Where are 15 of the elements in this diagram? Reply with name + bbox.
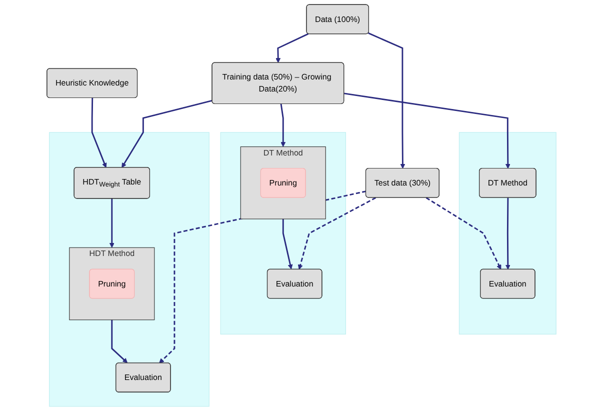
arrow	[276, 33, 309, 63]
arrow	[505, 198, 510, 270]
arrow	[91, 98, 107, 168]
cluster	[49, 132, 210, 407]
arrow	[282, 218, 293, 270]
arrow	[111, 320, 128, 364]
arrow	[122, 100, 212, 168]
arrow	[109, 198, 114, 248]
arrow	[426, 197, 502, 270]
arrow	[368, 32, 406, 169]
cluster	[220, 132, 346, 334]
arrow	[344, 92, 510, 169]
arrow	[298, 197, 376, 270]
arrow	[280, 104, 286, 147]
cluster	[458, 132, 556, 334]
